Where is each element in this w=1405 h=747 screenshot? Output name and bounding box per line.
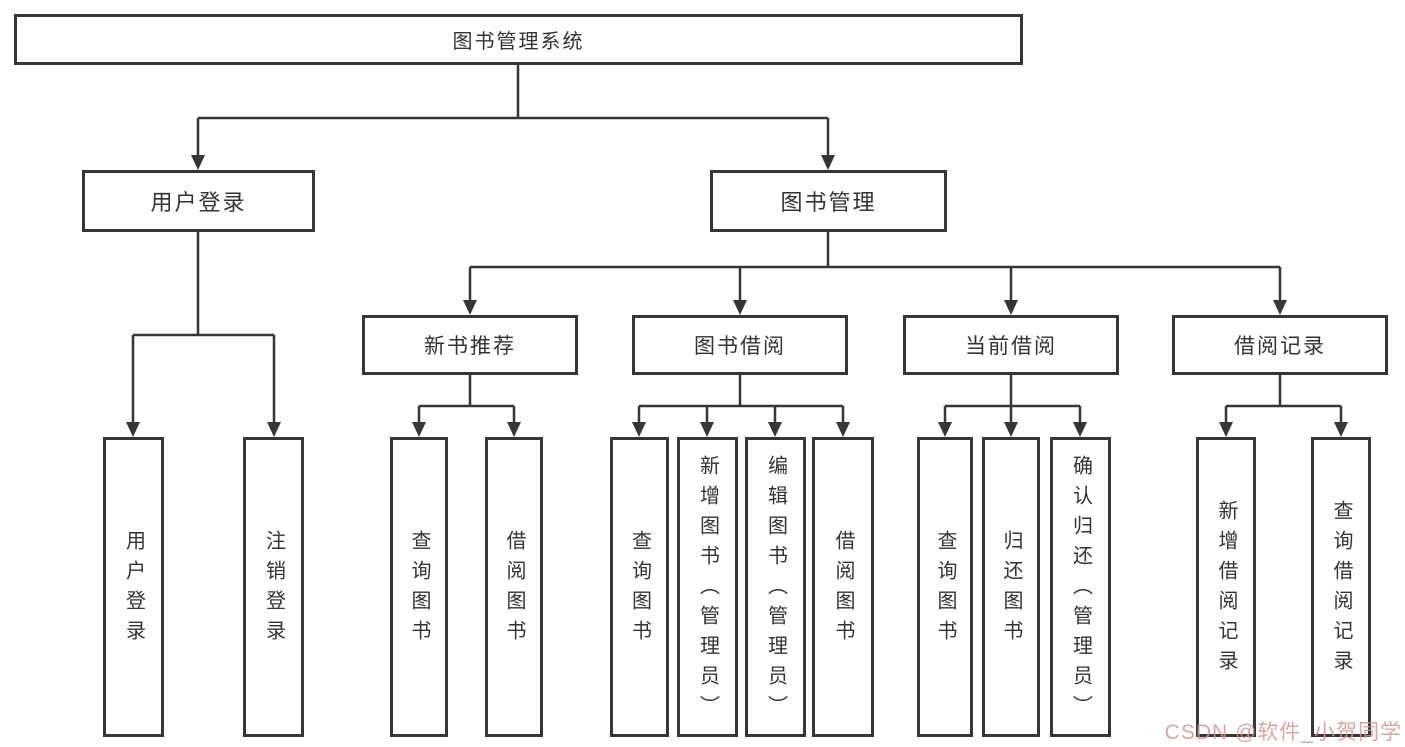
node-leaf-user-login: 用户登录 <box>103 437 164 737</box>
connector-book-borrowing-to-leaves <box>632 375 850 437</box>
connector-book-management-to-level3 <box>463 232 1287 315</box>
connector-user-login-to-leaves <box>126 232 281 437</box>
watermark: CSDN @软件_小贺同学 <box>1164 721 1402 744</box>
node-leaf-confirm-return-admin: 确认归还（管理员） <box>1050 437 1111 737</box>
node-leaf-query-books-borrowing: 查询图书 <box>610 437 669 737</box>
node-leaf-logout: 注销登录 <box>243 437 304 737</box>
connector-root-to-level2 <box>191 65 835 170</box>
node-user-login: 用户登录 <box>82 170 315 232</box>
node-leaf-borrow-books-recommend: 借阅图书 <box>485 437 543 737</box>
node-leaf-edit-books-admin: 编辑图书（管理员） <box>745 437 806 737</box>
node-leaf-query-books-current: 查询图书 <box>917 437 973 737</box>
node-leaf-add-borrow-record: 新增借阅记录 <box>1196 437 1256 737</box>
node-leaf-query-books-recommend: 查询图书 <box>390 437 448 737</box>
node-book-management-system: 图书管理系统 <box>14 14 1023 65</box>
node-leaf-add-books-admin: 新增图书（管理员） <box>677 437 738 737</box>
node-leaf-return-books: 归还图书 <box>982 437 1040 737</box>
node-borrowing-records: 借阅记录 <box>1172 315 1388 375</box>
node-new-book-recommendation: 新书推荐 <box>362 315 578 375</box>
node-leaf-borrow-books: 借阅图书 <box>812 437 874 737</box>
node-book-borrowing: 图书借阅 <box>632 315 848 375</box>
connector-current-borrowing-to-leaves <box>938 375 1087 437</box>
node-current-borrowing: 当前借阅 <box>903 315 1119 375</box>
connector-borrowing-records-to-leaves <box>1219 375 1348 437</box>
connector-new-books-to-leaves <box>412 375 521 437</box>
node-leaf-query-borrow-record: 查询借阅记录 <box>1311 437 1371 737</box>
node-book-management: 图书管理 <box>710 170 947 232</box>
